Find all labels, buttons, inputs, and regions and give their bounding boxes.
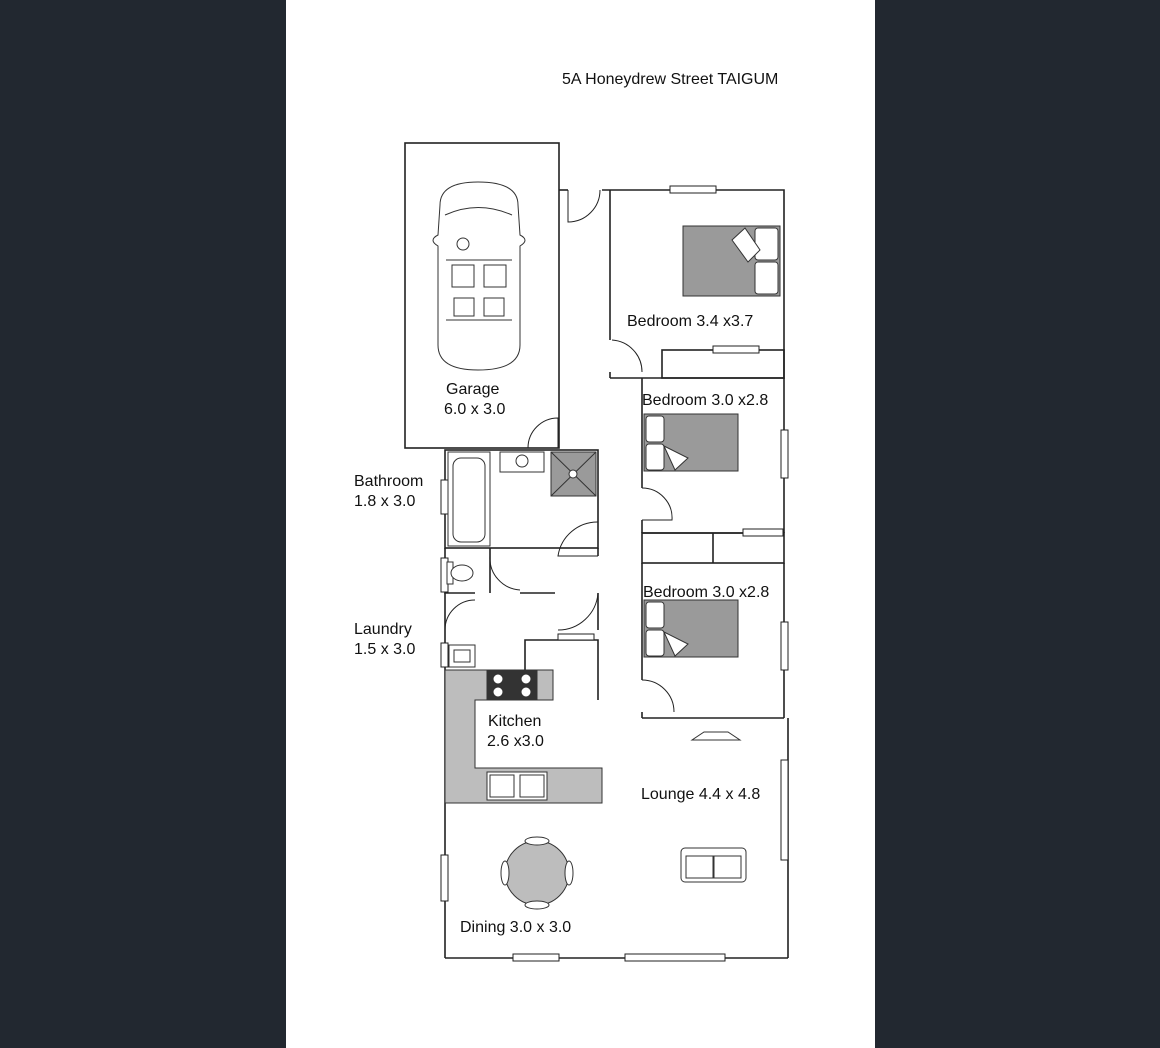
bed-icon (682, 225, 781, 297)
bed-icon (643, 599, 739, 658)
laundry-name-label: Laundry (354, 621, 412, 638)
bedroom3-label: Bedroom 3.0 x2.8 (643, 584, 769, 601)
bedroom2-label: Bedroom 3.0 x2.8 (642, 392, 768, 409)
kitchen-bench (444, 669, 603, 804)
basin-icon (499, 451, 545, 473)
toilet-icon (446, 561, 474, 585)
garage-size-label: 6.0 x 3.0 (444, 401, 505, 418)
bathroom-size-label: 1.8 x 3.0 (354, 493, 415, 510)
lounge-label: Lounge 4.4 x 4.8 (641, 786, 760, 803)
garage-walls (404, 142, 560, 449)
laundry-size-label: 1.5 x 3.0 (354, 641, 415, 658)
address-label: 5A Honeydrew Street TAIGUM (562, 71, 778, 88)
dining-table-icon (500, 836, 574, 910)
fireplace-icon (690, 731, 742, 741)
bed-icon (643, 413, 739, 472)
bedroom1-label: Bedroom 3.4 x3.7 (627, 313, 753, 330)
doors (444, 189, 675, 713)
sink-icon (486, 771, 548, 801)
shower-icon (550, 451, 597, 497)
garage-name-label: Garage (446, 381, 499, 398)
dining-label: Dining 3.0 x 3.0 (460, 919, 571, 936)
bathroom-name-label: Bathroom (354, 473, 423, 490)
bathtub-icon (447, 451, 491, 547)
windows (440, 185, 789, 962)
laundry-tub-icon (448, 644, 476, 668)
sofa-icon (680, 847, 747, 883)
car-icon (432, 181, 526, 371)
floor-plan-page (286, 0, 875, 1048)
kitchen-size-label: 2.6 x3.0 (487, 733, 544, 750)
kitchen-name-label: Kitchen (488, 713, 541, 730)
room-labels: Garage 6.0 x 3.0 Bedroom 3.4 x3.7 Bedroo… (354, 313, 769, 936)
